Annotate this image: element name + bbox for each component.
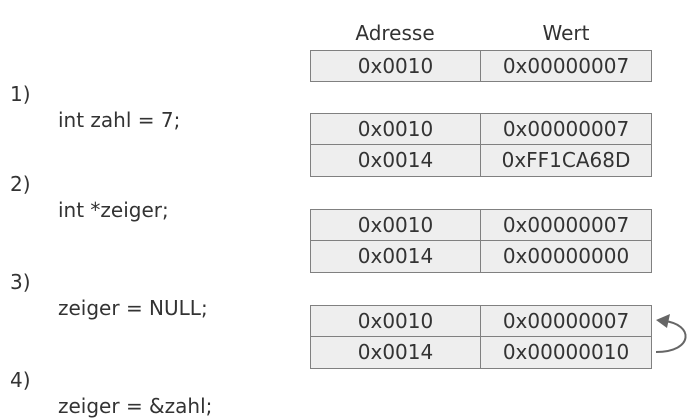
memory-value-cell: 0x00000007 [481,209,652,241]
step-2-label: 2) int *zeiger; [0,145,169,223]
step-code: int *zeiger; [58,198,169,222]
memory-address-cell: 0x0014 [310,337,481,369]
memory-address-cell: 0x0014 [310,145,481,177]
memory-address-cell: 0x0010 [310,50,481,82]
memory-row: 0x0014 0xFF1CA68D [310,145,652,177]
step-code: int zahl = 7; [58,108,181,132]
step-1-memory-table: 0x0010 0x00000007 [310,50,652,82]
address-column-header: Adresse [355,21,435,45]
memory-address-cell: 0x0010 [310,209,481,241]
step-1-label: 1) int zahl = 7; [0,55,180,133]
memory-row: 0x0014 0x00000000 [310,241,652,273]
memory-address-cell: 0x0010 [310,113,481,145]
memory-row: 0x0010 0x00000007 [310,50,652,82]
step-code: zeiger = NULL; [58,296,208,320]
memory-address-cell: 0x0014 [310,241,481,273]
step-4-label: 4) zeiger = &zahl; [0,341,212,419]
step-3-label: 3) zeiger = NULL; [0,243,208,321]
memory-row: 0x0010 0x00000007 [310,305,652,337]
step-2-memory-table: 0x0010 0x00000007 0x0014 0xFF1CA68D [310,113,652,177]
step-number: 4) [10,368,31,392]
step-number: 1) [10,82,31,106]
step-code: zeiger = &zahl; [58,394,213,418]
memory-value-cell: 0x00000007 [481,113,652,145]
memory-value-cell: 0x00000010 [481,337,652,369]
pointer-arrow-icon [655,314,687,353]
memory-row: 0x0014 0x00000010 [310,337,652,369]
memory-value-cell: 0x00000007 [481,305,652,337]
memory-value-cell: 0x00000007 [481,50,652,82]
memory-row: 0x0010 0x00000007 [310,113,652,145]
step-number: 3) [10,270,31,294]
step-3-memory-table: 0x0010 0x00000007 0x0014 0x00000000 [310,209,652,273]
memory-value-cell: 0x00000000 [481,241,652,273]
step-4-memory-table: 0x0010 0x00000007 0x0014 0x00000010 [310,305,652,369]
memory-address-cell: 0x0010 [310,305,481,337]
memory-row: 0x0010 0x00000007 [310,209,652,241]
memory-value-cell: 0xFF1CA68D [481,145,652,177]
value-column-header: Wert [542,21,590,45]
step-number: 2) [10,172,31,196]
